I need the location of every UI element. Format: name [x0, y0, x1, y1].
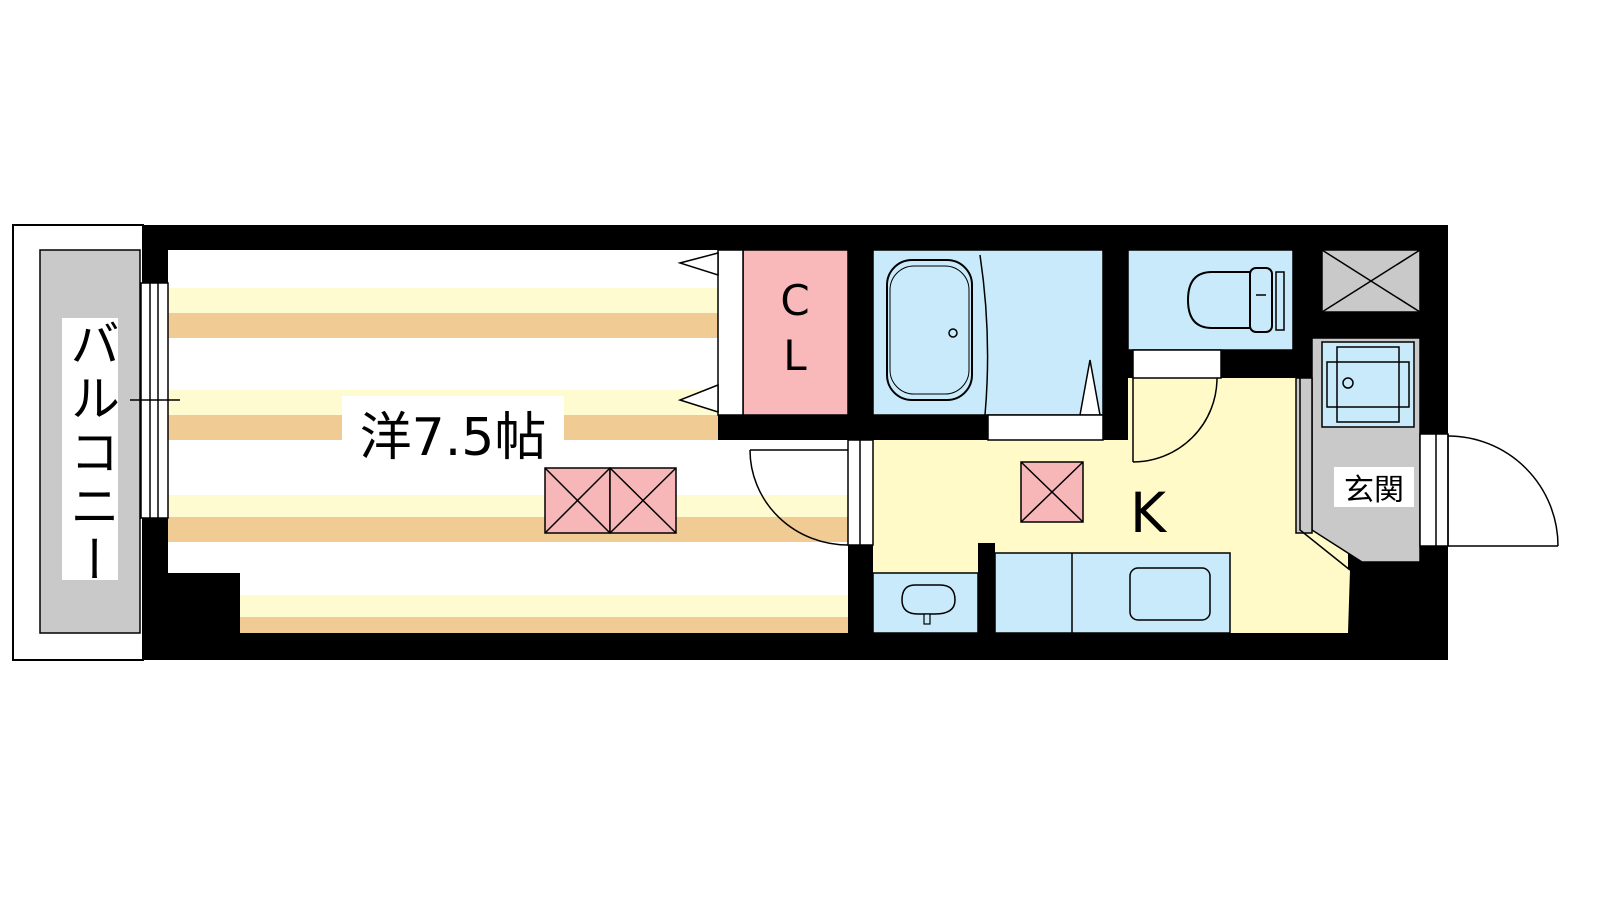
western-room-label: 洋7.5帖 — [360, 408, 547, 468]
closet-door-leaf-bottom — [677, 383, 719, 414]
closet-label-l: L — [783, 331, 807, 380]
bathtub-inner — [889, 265, 970, 395]
wall-corner-sw — [168, 573, 240, 633]
toilet-door-swing — [1132, 377, 1218, 463]
room-door-swing — [749, 449, 849, 546]
wall-bath-bottom — [873, 415, 988, 440]
kitchen-label: K — [1130, 481, 1168, 545]
toilet-door-wall — [1128, 350, 1133, 378]
bathtub — [886, 259, 973, 401]
wood-floor-stripes — [168, 288, 848, 633]
wall-bath-right — [1103, 250, 1128, 440]
washer-drain — [1342, 377, 1354, 389]
closet-door-leaf-top — [677, 252, 719, 277]
balcony-label: バルコニー — [62, 318, 120, 588]
washing-machine-pan — [1321, 341, 1415, 428]
wall-entrance-corner — [1350, 562, 1448, 633]
wall-closet-right — [848, 250, 873, 440]
bathtub-drain — [948, 328, 958, 338]
bathroom-door-opening — [987, 414, 1104, 441]
entrance-door-swing — [1447, 435, 1559, 547]
entrance-step-wall — [1295, 377, 1313, 534]
kitchen-partition-wall — [978, 543, 995, 633]
closet-door-frame — [717, 249, 744, 416]
balcony-label-box — [62, 318, 118, 580]
toilet-door-opening — [1132, 349, 1222, 379]
toilet-tank — [1249, 267, 1273, 333]
wall-closet-bottom — [718, 415, 873, 440]
kitchen-sink — [1129, 567, 1211, 621]
wall-room-kitchen — [848, 545, 873, 633]
entrance-label: 玄関 — [1344, 473, 1404, 508]
closet — [742, 249, 849, 416]
closet-label-c: C — [780, 276, 809, 325]
vent-kitchen — [1020, 461, 1084, 523]
entrance-door-opening — [1419, 433, 1449, 547]
toilet-bowl — [1186, 271, 1250, 329]
vent-western-room — [544, 467, 677, 534]
